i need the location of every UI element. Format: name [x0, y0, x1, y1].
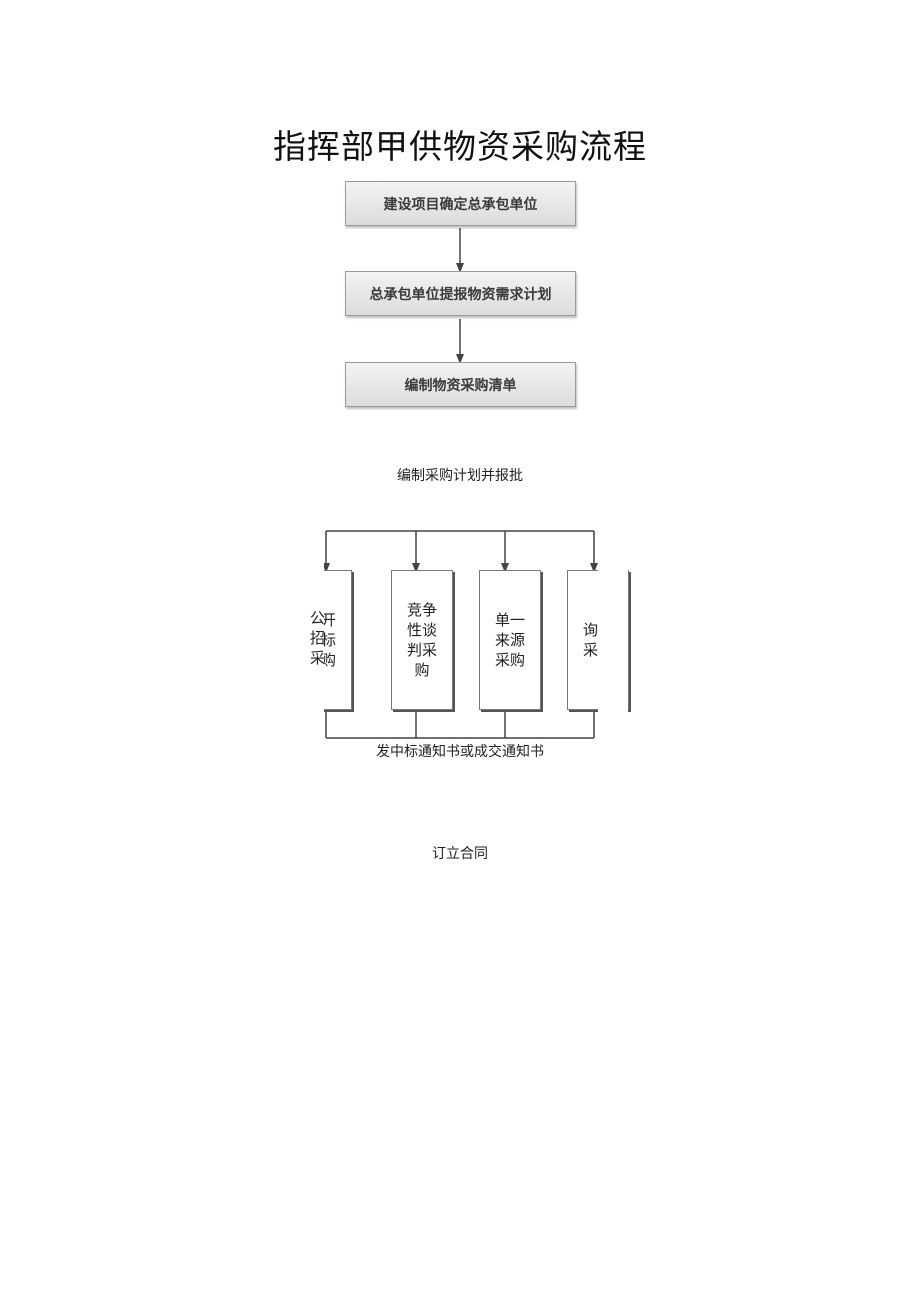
step-box-1: 建设项目确定总承包单位 — [345, 181, 576, 226]
step-label: 编制物资采购清单 — [404, 377, 517, 394]
method-label-clipped: 公开招标采购 — [310, 609, 324, 667]
step-box-3: 编制物资采购清单 — [345, 362, 576, 407]
step-label: 建设项目确定总承包单位 — [383, 196, 538, 213]
method-1-visible-text: 公开招标采购 — [290, 600, 324, 670]
step-label: 总承包单位提报物资需求计划 — [369, 286, 552, 303]
step-box-2: 总承包单位提报物资需求计划 — [345, 271, 576, 316]
method-box-3: 单一来源采购 — [479, 570, 541, 710]
right-crop-mask — [598, 560, 628, 720]
contract-text: 订立合同 — [432, 846, 488, 862]
left-crop-mask — [280, 560, 324, 720]
page-title: 指挥部甲供物资采购流程 — [273, 127, 647, 166]
method-label: 竞争性谈判采购 — [406, 601, 437, 679]
method-label: 单一来源采购 — [494, 611, 525, 669]
plan-text: 编制采购计划并报批 — [397, 468, 523, 484]
method-box-2: 竞争性谈判采购 — [391, 570, 453, 710]
notice-text: 发中标通知书或成交通知书 — [376, 744, 544, 760]
